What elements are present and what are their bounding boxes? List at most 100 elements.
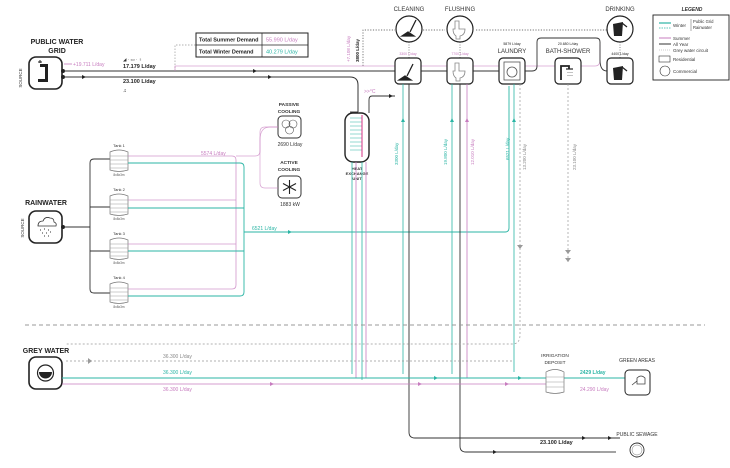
toilet-icon — [452, 20, 466, 40]
winter-demand-label: Total Winter Demand — [199, 50, 254, 56]
public-grid-use-icons: ◢ · ▭ · ♀ — [123, 57, 142, 62]
vflow-flushing-winter: 19.800 L/day — [443, 138, 448, 165]
tank-name: Tank 3 — [113, 231, 126, 236]
legend-grey-circuit: Grey water circuit — [673, 48, 709, 53]
passive-value: 2690 L/day — [278, 142, 303, 148]
drinking-flow: 4400 L/day — [611, 52, 629, 56]
tank-2[interactable]: Tank 2 8x8x3m — [109, 187, 129, 221]
glass-icon — [613, 22, 623, 36]
flushing-flow: 7700 L/day — [451, 52, 469, 56]
irrigation-deposit[interactable]: IRRIGATION DEPOSIT — [541, 353, 569, 394]
rain-summer-flow: 5574 L/day — [201, 151, 226, 157]
legend: LEGEND Winter Public Grid Rainwater Summ… — [652, 7, 730, 81]
cleaning-flow: 3300 L/day — [399, 52, 417, 56]
legend-rainwater: Rainwater — [693, 25, 712, 30]
legend-commercial: Commercial — [673, 69, 697, 74]
passive-title-2: COOLING — [278, 109, 301, 115]
rainwater-source-label: SOURCE — [20, 218, 25, 237]
vertical-pipes — [66, 84, 620, 453]
green-areas-title: GREEN AREAS — [619, 358, 656, 364]
public-grid-title-2: GRID — [48, 48, 66, 55]
consumer-cleaning-commercial[interactable]: CLEANING — [394, 7, 425, 43]
tank-icon — [109, 281, 129, 304]
consumer-laundry[interactable]: 5879 L/day LAUNDRY — [498, 42, 527, 85]
legend-winter: Winter — [673, 23, 687, 28]
shower-small-icon: ♫ — [123, 88, 127, 94]
rainwater-source: RAINWATER SOURCE — [20, 200, 67, 244]
bath-shower-flow: 20.680 L/day — [558, 42, 578, 46]
grey-summer-flow: 36.300 L/day — [163, 387, 192, 393]
temp-label: >>°C — [364, 89, 376, 95]
drinking-title: DRINKING — [605, 7, 635, 13]
heu-label-3: UNIT — [352, 176, 362, 181]
grey-winter-flow: 36.300 L/day — [163, 370, 192, 376]
consumer-drinking-residential[interactable]: 4400 L/day — [606, 52, 634, 85]
green-areas[interactable]: GREEN AREAS — [619, 358, 656, 396]
laundry-flow: 5879 L/day — [503, 42, 521, 46]
public-grid-flow-top: 17.179 L/day — [123, 64, 157, 70]
tank-icon — [109, 193, 129, 216]
rain-cloud-icon — [37, 217, 57, 237]
legend-all-year: All Year — [673, 42, 689, 47]
summer-demand-value: 55.990 L/day — [266, 38, 298, 44]
passive-cooling[interactable]: PASSIVE COOLING 2690 L/day — [277, 102, 303, 148]
tank-icon — [109, 149, 129, 172]
cleaning-title: CLEANING — [394, 7, 425, 13]
grey-circuit-flow: 36.300 L/day — [163, 354, 192, 360]
snowflake-icon — [282, 180, 297, 194]
irrigation-title-1: IRRIGATION — [541, 353, 569, 359]
irrigation-tank-icon — [545, 369, 565, 394]
active-cooling[interactable]: ACTIVE COOLING 1883 kW — [277, 160, 302, 208]
shower-icon — [560, 65, 570, 80]
irrigation-summer-flow: 24.290 L/day — [580, 387, 609, 393]
winter-demand-value: 40.279 L/day — [266, 50, 298, 56]
laundry-title: LAUNDRY — [498, 49, 527, 55]
heat-exchange-unit[interactable]: HEAT EXCHANGE UNIT — [344, 111, 370, 181]
legend-summer: Summer — [673, 36, 691, 41]
legend-public-grid: Public Grid — [693, 19, 714, 24]
consumer-cleaning-residential[interactable]: 3300 L/day — [394, 52, 422, 85]
public-grid-flow-bottom: 23.100 L/day — [123, 79, 157, 85]
active-title-2: COOLING — [278, 167, 301, 173]
side-base-flow: 3800 L/day — [355, 38, 360, 62]
tank-name: Tank 4 — [113, 275, 126, 280]
bath-shower-title: BATH-SHOWER — [546, 49, 591, 55]
passive-cooling-icon — [281, 119, 298, 135]
public-grid-summer-extra: +19.711 L/day — [73, 62, 105, 68]
tank-name: Tank 1 — [113, 143, 126, 148]
tank-name: Tank 2 — [113, 187, 126, 192]
legend-residential: Residential — [673, 57, 695, 62]
grid-line-top — [64, 67, 396, 72]
consumer-flushing-residential[interactable]: 7700 L/day — [446, 52, 474, 85]
broom-icon — [396, 63, 414, 81]
public-sewage[interactable]: PUBLIC SEWAGE — [616, 432, 658, 458]
irrigation-title-2: DEPOSIT — [544, 360, 565, 366]
watering-can-icon — [631, 375, 646, 386]
basin-icon — [36, 364, 55, 382]
vflow-cleaning: 3300 L/day — [394, 142, 399, 165]
tank-3[interactable]: Tank 3 8x8x3m — [109, 231, 129, 265]
consumer-bath-shower[interactable]: 20.680 L/day BATH-SHOWER — [546, 42, 591, 85]
grey-water-source: GREY WATER — [23, 348, 69, 390]
rainwater-title: RAINWATER — [25, 200, 67, 207]
consumer-flushing-commercial[interactable]: FLUSHING — [445, 7, 476, 43]
heu-label-1: HEAT — [352, 166, 363, 171]
sewage-title: PUBLIC SEWAGE — [616, 432, 658, 438]
washing-machine-icon — [503, 61, 521, 81]
grey-water-title: GREY WATER — [23, 348, 69, 355]
toilet-icon — [452, 62, 466, 82]
demand-table: Total Summer Demand 55.990 L/day Total W… — [195, 32, 309, 58]
tank-icon — [109, 237, 129, 260]
public-grid-title-1: PUBLIC WATER — [31, 39, 84, 46]
active-title-1: ACTIVE — [280, 160, 298, 166]
vflow-flushing-summer: 12.010 L/day — [470, 138, 475, 165]
tank-volume: 8x8x3m — [113, 217, 125, 221]
consumer-drinking-commercial[interactable]: DRINKING — [605, 7, 635, 43]
public-grid-source-label: SOURCE — [18, 68, 23, 87]
rainwater-box[interactable] — [28, 210, 63, 244]
tank-volume: 8x8x3m — [113, 261, 125, 265]
